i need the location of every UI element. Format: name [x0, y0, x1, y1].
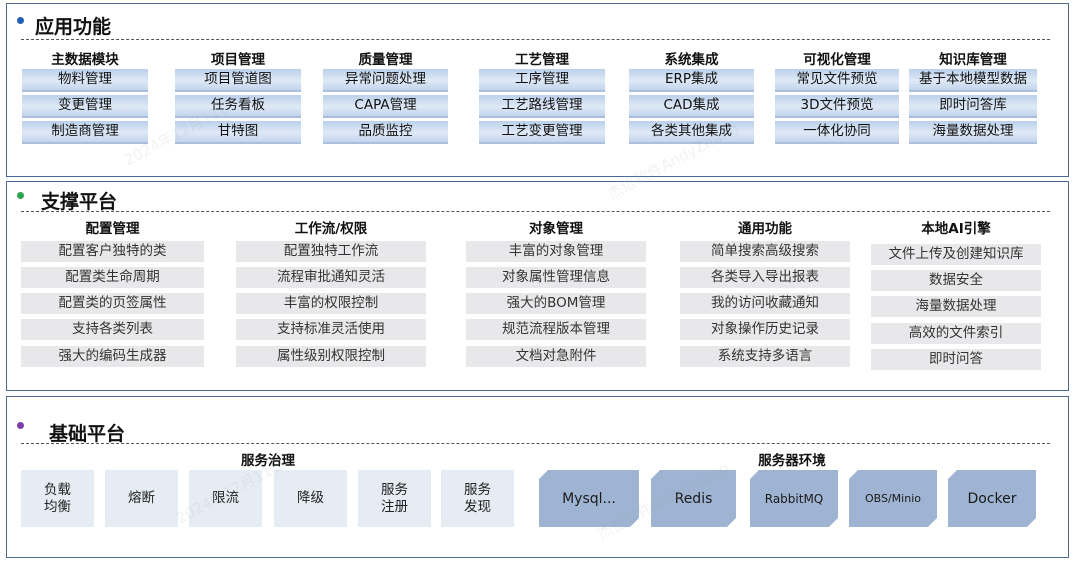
- section-divider: [21, 39, 1050, 40]
- column-header: 项目管理: [211, 52, 265, 68]
- application-section: 应用功能 主数据模块物料管理变更管理制造商管理 项目管理项目管道图任务看板甘特图 质…: [6, 3, 1069, 177]
- feature-item: 系统支持多语言: [680, 346, 850, 367]
- column-header: 本地AI引擎: [921, 221, 991, 237]
- feature-item: 海量数据处理: [871, 296, 1041, 317]
- feature-item: 文件上传及创建知识库: [871, 244, 1041, 265]
- feature-item: CAPA管理: [323, 95, 448, 118]
- feature-item: 海量数据处理: [909, 121, 1037, 144]
- service-box: 降级: [274, 470, 347, 527]
- service-label-line: 熔断: [128, 490, 155, 506]
- feature-item: 项目管道图: [175, 69, 301, 92]
- column-header: 配置管理: [85, 221, 140, 237]
- feature-item: 配置类生命周期: [21, 267, 204, 288]
- feature-item: 各类其他集成: [629, 121, 754, 144]
- service-label-line: 均衡: [44, 498, 71, 515]
- service-box: 服务发现: [441, 470, 514, 527]
- feature-item: 即时问答: [871, 349, 1041, 370]
- service-box: 熔断: [105, 470, 178, 527]
- column-header: 通用功能: [738, 221, 792, 237]
- section-title: 应用功能: [35, 16, 112, 38]
- feature-item: 3D文件预览: [775, 95, 899, 118]
- server-box: Docker: [948, 470, 1036, 527]
- service-box: 限流: [189, 470, 262, 527]
- service-label-line: 负载: [44, 481, 71, 498]
- feature-item: 支持标准灵活使用: [236, 319, 426, 340]
- feature-item: 文档对急附件: [466, 346, 646, 367]
- service-label: 服务注册: [381, 482, 408, 516]
- feature-item: 即时问答库: [909, 95, 1037, 118]
- server-env-header: 服务器环境: [758, 453, 826, 469]
- service-label-line: 服务: [381, 481, 408, 498]
- server-box: OBS/Minio: [849, 470, 937, 527]
- service-label-line: 服务: [464, 481, 491, 498]
- feature-item: 丰富的对象管理: [466, 241, 646, 262]
- feature-item: 强大的编码生成器: [21, 346, 204, 367]
- feature-item: 流程审批通知灵活: [236, 267, 426, 288]
- feature-item: 对象操作历史记录: [680, 319, 850, 340]
- service-label-line: 注册: [381, 498, 408, 515]
- feature-item: 工艺路线管理: [479, 95, 605, 118]
- feature-item: 数据安全: [871, 270, 1041, 291]
- feature-item: 一体化协同: [775, 121, 899, 144]
- service-label: 负载均衡: [44, 482, 71, 516]
- feature-item: 配置客户独特的类: [21, 241, 204, 262]
- feature-item: 配置类的页签属性: [21, 293, 204, 314]
- service-label: 熔断: [128, 490, 155, 507]
- feature-item: 高效的文件索引: [871, 323, 1041, 344]
- feature-item: 基于本地模型数据: [909, 69, 1037, 92]
- bullet-icon: [17, 17, 24, 24]
- feature-item: 各类导入导出报表: [680, 267, 850, 288]
- feature-item: 属性级别权限控制: [236, 346, 426, 367]
- feature-item: 物料管理: [22, 69, 148, 92]
- column-header: 知识库管理: [939, 52, 1007, 68]
- feature-item: 强大的BOM管理: [466, 293, 646, 314]
- service-label: 限流: [212, 490, 239, 507]
- column-header: 对象管理: [529, 221, 583, 237]
- feature-item: 制造商管理: [22, 121, 148, 144]
- server-box: Redis: [651, 470, 736, 527]
- column-header: 工作流/权限: [294, 221, 368, 237]
- feature-item: 规范流程版本管理: [466, 319, 646, 340]
- section-title: 基础平台: [49, 423, 126, 445]
- feature-item: CAD集成: [629, 95, 754, 118]
- feature-item: 变更管理: [22, 95, 148, 118]
- service-label: 降级: [297, 490, 324, 507]
- service-label-line: 发现: [464, 498, 491, 515]
- feature-item: 品质监控: [323, 121, 448, 144]
- feature-item: 工艺变更管理: [479, 121, 605, 144]
- feature-item: 对象属性管理信息: [466, 267, 646, 288]
- feature-item: 常见文件预览: [775, 69, 899, 92]
- section-divider: [21, 211, 1050, 212]
- service-box: 负载均衡: [21, 470, 94, 527]
- column-header: 工艺管理: [515, 52, 569, 68]
- feature-item: 甘特图: [175, 121, 301, 144]
- bullet-icon: [17, 192, 24, 199]
- feature-item: 我的访问收藏通知: [680, 293, 850, 314]
- feature-item: ERP集成: [629, 69, 754, 92]
- feature-item: 丰富的权限控制: [236, 293, 426, 314]
- bullet-icon: [17, 422, 24, 429]
- service-box: 服务注册: [358, 470, 431, 527]
- service-label: 服务发现: [464, 482, 491, 516]
- section-title: 支撑平台: [41, 191, 118, 213]
- column-header: 质量管理: [358, 52, 413, 68]
- feature-item: 异常问题处理: [323, 69, 448, 92]
- feature-item: 支持各类列表: [21, 319, 204, 340]
- feature-item: 简单搜索高级搜索: [680, 241, 850, 262]
- support-section: 支撑平台 配置管理配置客户独特的类配置类生命周期配置类的页签属性支持各类列表强大…: [6, 181, 1069, 391]
- feature-item: 工序管理: [479, 69, 605, 92]
- feature-item: 任务看板: [175, 95, 301, 118]
- server-box: RabbitMQ: [750, 470, 838, 527]
- service-label-line: 降级: [297, 490, 324, 506]
- service-label-line: 限流: [212, 490, 239, 506]
- server-box: Mysql...: [539, 470, 639, 527]
- section-divider: [21, 443, 1050, 444]
- column-header: 主数据模块: [51, 52, 119, 68]
- feature-item: 配置独特工作流: [236, 241, 426, 262]
- governance-header: 服务治理: [241, 453, 295, 469]
- column-header: 系统集成: [664, 52, 719, 68]
- column-header: 可视化管理: [803, 52, 871, 68]
